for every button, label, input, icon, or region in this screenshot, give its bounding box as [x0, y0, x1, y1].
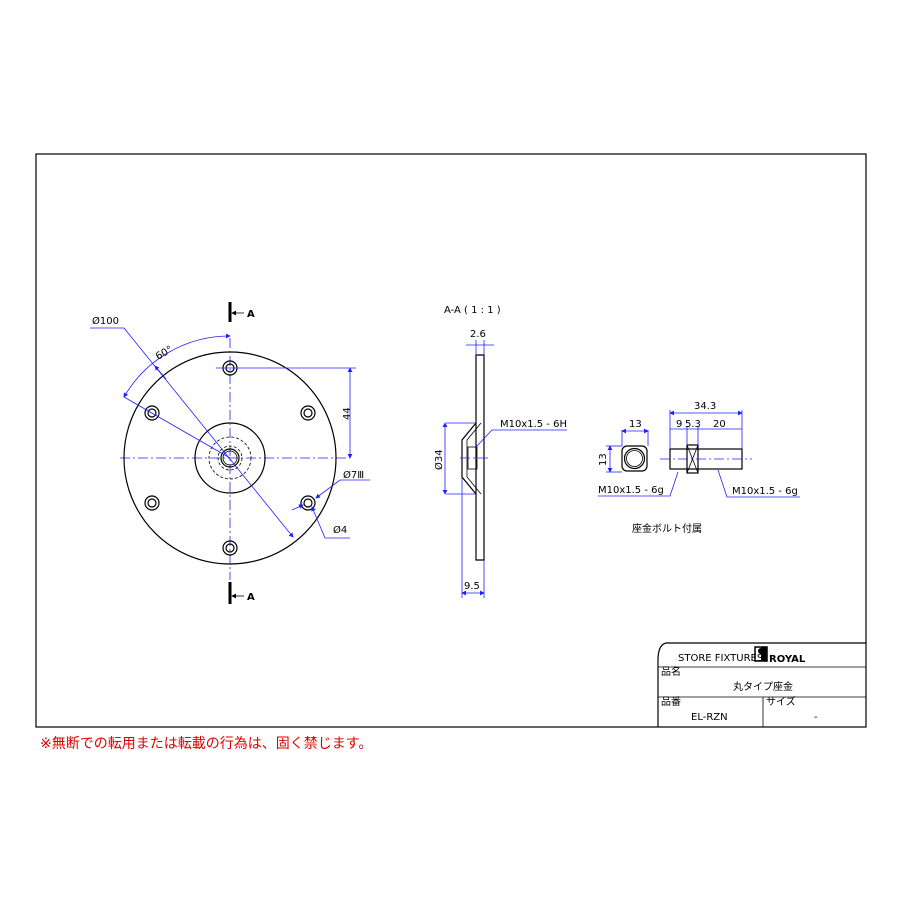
front-view: A A Ø100 60° 44 Ø7Ⅲ Ø4 — [90, 302, 370, 604]
svg-text:ROYAL: ROYAL — [769, 654, 806, 665]
dim-boss-diameter: Ø34 — [433, 449, 445, 470]
copyright-warning: ※無断での転用または転載の行為は、固く禁じます。 — [40, 736, 373, 752]
svg-text:A: A — [247, 592, 255, 603]
svg-text:サイズ: サイズ — [766, 695, 796, 708]
dim-outer-diameter: Ø100 — [92, 315, 119, 327]
boss-hidden-line — [208, 436, 252, 480]
section-view: A-A ( 1 : 1 ) 2.6 Ø34 9.5 M10x1.5 - 6H — [433, 305, 567, 598]
boss-outline — [194, 422, 266, 494]
size-value: - — [814, 712, 818, 723]
svg-text:品番: 品番 — [661, 696, 681, 708]
part-number: EL-RZN — [691, 712, 728, 723]
svg-text:M10x1.5 - 6g: M10x1.5 - 6g — [732, 486, 798, 497]
product-name: 丸タイプ座金 — [733, 680, 793, 693]
svg-text:5.3: 5.3 — [685, 419, 701, 430]
svg-text:13: 13 — [629, 419, 642, 430]
dim-counterbore: Ø7Ⅲ — [343, 469, 364, 481]
svg-text:品名: 品名 — [661, 665, 681, 678]
dim-hole-offset: 44 — [342, 407, 353, 420]
section-marker-top: A — [228, 302, 255, 322]
thread-hole — [220, 448, 240, 468]
bolt-caption: 座金ボルト付属 — [632, 522, 702, 535]
bolt-view: 13 13 34.3 9 5.3 20 M10x1.5 - 6g M10x1.5… — [598, 401, 800, 535]
dim-hole: Ø4 — [333, 524, 347, 536]
royal-logo: ROYAL — [754, 646, 806, 665]
section-marker-bottom: A — [228, 582, 255, 604]
drawing-frame — [35, 153, 867, 728]
nut-end-view — [621, 445, 648, 472]
thread-callout: M10x1.5 - 6H — [500, 419, 567, 430]
company-name: STORE FIXTURES — [678, 653, 763, 664]
svg-text:A: A — [247, 309, 255, 320]
svg-text:34.3: 34.3 — [694, 401, 716, 412]
dim-angle: 60° — [154, 344, 175, 362]
svg-text:20: 20 — [713, 419, 726, 430]
svg-text:13: 13 — [598, 453, 609, 466]
svg-text:M10x1.5 - 6g: M10x1.5 - 6g — [598, 485, 664, 496]
title-block: STORE FIXTURES ROYAL 品名 丸タイプ座金 品番 EL-RZN… — [657, 642, 866, 727]
section-title: A-A ( 1 : 1 ) — [444, 305, 501, 316]
dim-depth: 9.5 — [464, 581, 480, 592]
svg-text:9: 9 — [676, 419, 682, 430]
dim-thickness: 2.6 — [470, 329, 486, 340]
